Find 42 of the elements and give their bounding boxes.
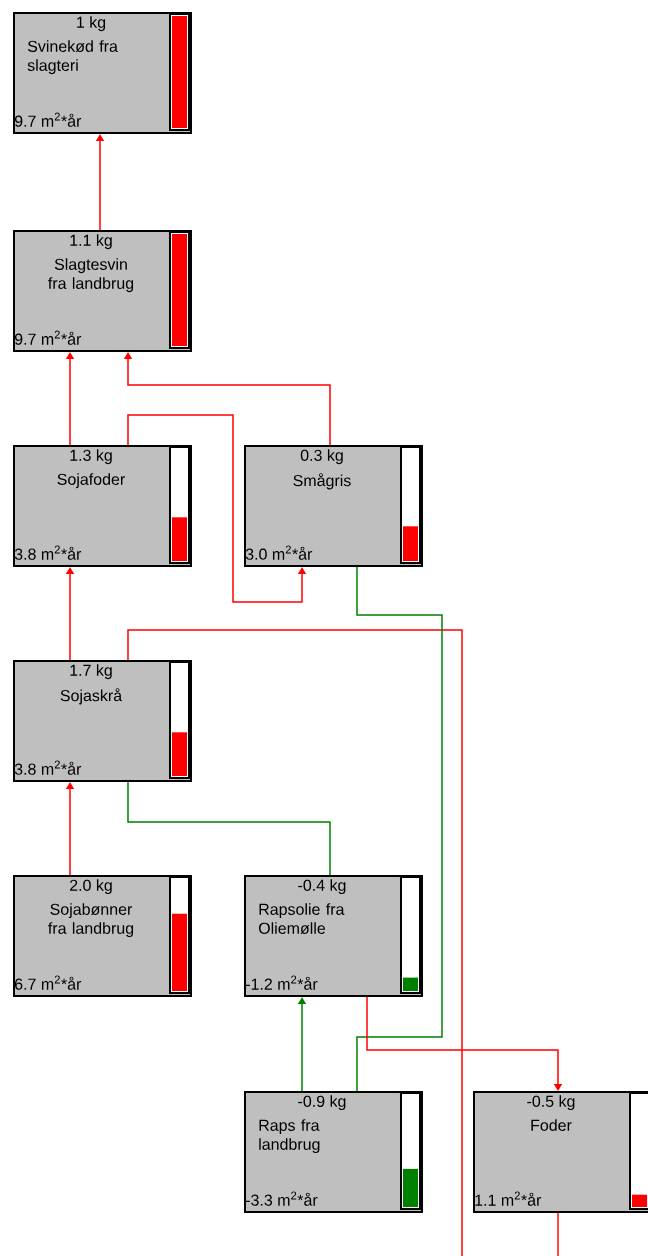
area-value: 3.0 m$^{2}$*år: [245, 545, 313, 560]
connector: [127, 629, 463, 1256]
process-box: [13, 12, 192, 134]
quantity-text: -0.4 kg: [298, 879, 346, 895]
area-value: 3.8 m$^{2}$*år: [14, 545, 82, 560]
connector: [123, 352, 331, 446]
quantity-text: -0.5 kg: [527, 1095, 575, 1111]
area-value: 3.8 m$^{2}$*år: [14, 760, 82, 775]
quantity-text: 0.3 kg: [300, 449, 343, 465]
quantity-text: 1.7 kg: [70, 664, 112, 680]
process-name: Sojaskrå: [60, 688, 123, 705]
process-box: [13, 230, 192, 352]
area-value: -1.2 m$^{2}$*år: [245, 975, 318, 990]
quantity-text: 2.0 kg: [70, 879, 112, 895]
area-value: 6.7 m$^{2}$*år: [15, 975, 82, 990]
process-name: Smågris: [293, 473, 351, 490]
process-box: [13, 445, 192, 567]
area-value: -3.3 m$^{2}$*år: [245, 1191, 318, 1206]
quantity-text: 1.3 kg: [70, 449, 112, 465]
connector: [356, 566, 443, 1092]
process-box: [244, 445, 423, 567]
area-value: 9.7 m$^{2}$*år: [14, 330, 82, 345]
process-name: Svinekød fra slagteri: [27, 40, 118, 75]
process-box: [13, 660, 192, 782]
process-name: Foder: [531, 1119, 572, 1131]
process-box: [473, 1091, 648, 1213]
process-name: Sojabønner fra landbrug: [48, 903, 134, 938]
connector: [366, 996, 563, 1091]
connector: [127, 781, 331, 876]
process-box: [244, 1091, 423, 1213]
process-name: Sojafoder: [57, 473, 125, 489]
quantity-text: -0.9 kg: [298, 1095, 346, 1111]
quantity-text: 1.1 kg: [70, 234, 112, 250]
process-box: [13, 875, 192, 997]
process-name: Slagtesvin fra landbrug: [48, 258, 134, 293]
quantity-text: 1 kg: [77, 16, 106, 32]
process-name: Raps fra landbrug: [259, 1119, 320, 1154]
process-name: Rapsolie fra Oliemølle: [258, 903, 345, 935]
connector: [557, 1212, 559, 1256]
area-value: 9.7 m$^{2}$*år: [14, 112, 82, 127]
area-value: 1.1 m$^{2}$*år: [475, 1191, 542, 1206]
process-box: [244, 875, 423, 997]
